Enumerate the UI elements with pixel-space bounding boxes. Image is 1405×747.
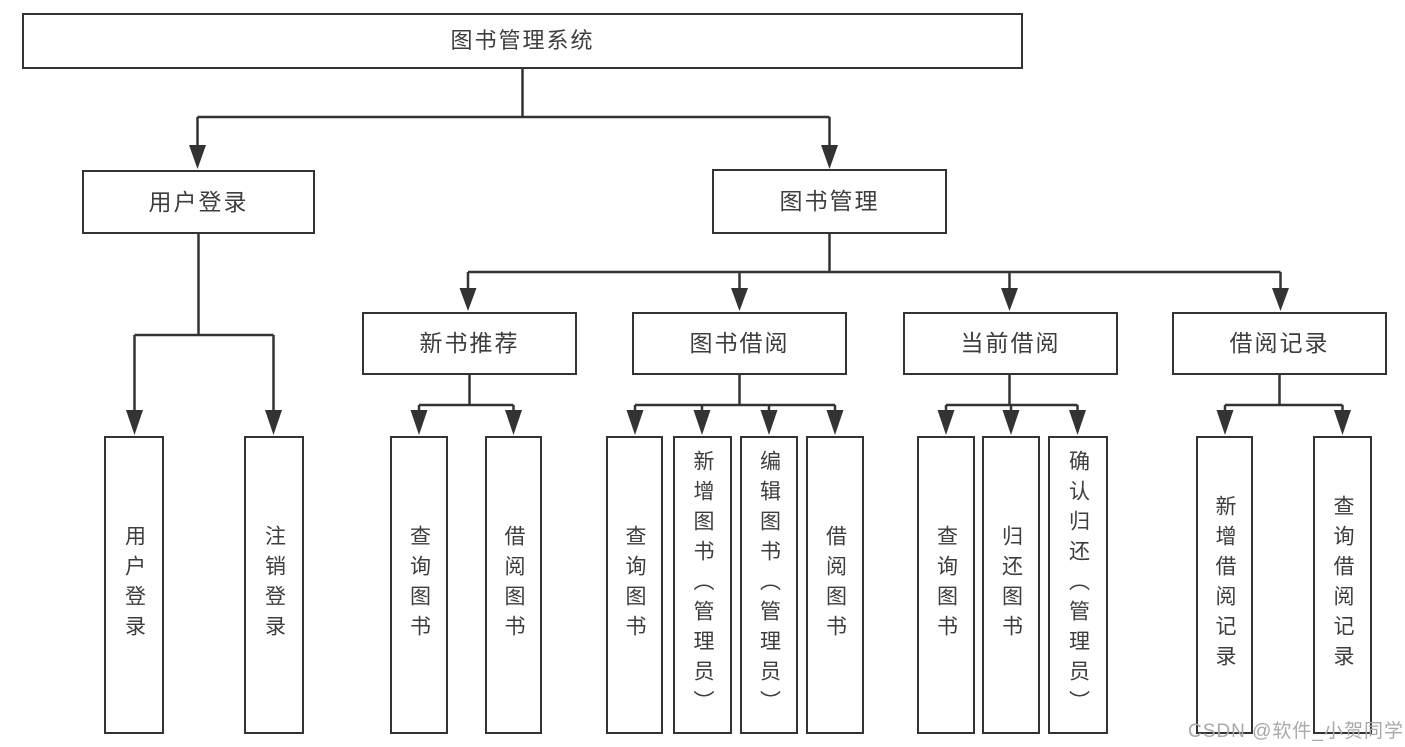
arrowhead — [1002, 410, 1020, 435]
node-borrow-records: 借阅记录 — [1172, 312, 1387, 375]
leaf-cb-return-books-label: 归还图书 — [999, 525, 1023, 645]
connector-line — [417, 375, 515, 411]
connector-current-borrow — [937, 375, 1086, 435]
leaf-br-query-record-label: 查询借阅记录 — [1331, 495, 1354, 675]
node-current-borrow: 当前借阅 — [903, 312, 1118, 375]
connector-book-borrow — [626, 375, 844, 435]
connector-new-book-recommend — [410, 375, 522, 435]
leaf-bb-borrow-books: 借阅图书 — [806, 436, 864, 734]
leaf-bb-add-books-admin-label: 新增图书（管理员） — [691, 450, 714, 720]
leaf-nbr-borrow-books-label: 借阅图书 — [502, 525, 525, 645]
connector-line — [1223, 375, 1344, 411]
arrowhead — [760, 410, 778, 435]
node-root: 图书管理系统 — [22, 13, 1023, 69]
node-new-book-recommend: 新书推荐 — [362, 312, 577, 375]
node-book-borrow-label: 图书借阅 — [689, 330, 790, 356]
leaf-cb-confirm-return-admin-label: 确认归还（管理员） — [1066, 450, 1090, 720]
node-book-management-label: 图书管理 — [779, 188, 880, 214]
arrowhead — [1272, 288, 1289, 311]
arrowhead — [1216, 410, 1234, 435]
node-user-login: 用户登录 — [82, 170, 315, 234]
leaf-logout: 注销登录 — [244, 436, 304, 734]
connector-user-login — [126, 234, 282, 435]
arrowhead — [126, 410, 143, 435]
leaf-br-query-record: 查询借阅记录 — [1313, 436, 1372, 734]
leaf-user-login-label: 用户登录 — [122, 525, 146, 645]
leaf-bb-query-books: 查询图书 — [606, 436, 663, 734]
leaf-nbr-query-books-label: 查询图书 — [407, 525, 431, 645]
connector-line — [133, 234, 275, 411]
arrowhead — [505, 410, 522, 435]
node-book-borrow: 图书借阅 — [632, 312, 847, 375]
leaf-nbr-query-books: 查询图书 — [390, 436, 448, 734]
connector-line — [944, 375, 1079, 411]
leaf-cb-return-books: 归还图书 — [982, 436, 1040, 734]
node-book-management: 图书管理 — [712, 169, 947, 234]
arrowhead — [693, 410, 711, 435]
arrowhead — [821, 145, 838, 169]
csdn-watermark: CSDN @软件_小贺同学 — [1188, 721, 1404, 742]
connector-line — [633, 375, 837, 411]
leaf-br-add-record: 新增借阅记录 — [1196, 436, 1253, 734]
node-current-borrow-label: 当前借阅 — [960, 330, 1061, 356]
leaf-logout-label: 注销登录 — [262, 525, 286, 645]
node-borrow-records-label: 借阅记录 — [1229, 330, 1330, 356]
connector-line — [196, 69, 831, 146]
leaf-bb-query-books-label: 查询图书 — [623, 525, 646, 645]
arrowhead — [265, 410, 282, 435]
arrowhead — [731, 288, 748, 311]
arrowhead — [459, 288, 477, 311]
arrowhead — [826, 410, 844, 435]
arrowhead — [937, 410, 955, 435]
connector-borrow-records — [1216, 375, 1351, 435]
leaf-bb-edit-books-admin: 编辑图书（管理员） — [740, 436, 798, 734]
node-root-label: 图书管理系统 — [450, 28, 595, 53]
connector-root — [189, 69, 838, 169]
leaf-cb-query-books-label: 查询图书 — [934, 525, 958, 645]
leaf-bb-add-books-admin: 新增图书（管理员） — [673, 436, 732, 734]
leaf-bb-borrow-books-label: 借阅图书 — [823, 525, 847, 645]
leaf-cb-query-books: 查询图书 — [917, 436, 975, 734]
arrowhead — [189, 145, 206, 169]
connector-line — [466, 234, 1282, 289]
arrowhead — [410, 410, 428, 435]
arrowhead — [626, 410, 644, 435]
node-new-book-recommend-label: 新书推荐 — [419, 330, 520, 356]
leaf-cb-confirm-return-admin: 确认归还（管理员） — [1048, 436, 1108, 734]
leaf-br-add-record-label: 新增借阅记录 — [1213, 495, 1236, 675]
leaf-bb-edit-books-admin-label: 编辑图书（管理员） — [757, 450, 781, 720]
connector-book-management — [459, 234, 1289, 311]
arrowhead — [1069, 410, 1086, 435]
node-user-login-label: 用户登录 — [148, 188, 249, 215]
leaf-nbr-borrow-books: 借阅图书 — [485, 436, 542, 734]
arrowhead — [1001, 288, 1018, 311]
arrowhead — [1334, 410, 1351, 435]
leaf-user-login: 用户登录 — [104, 436, 164, 734]
